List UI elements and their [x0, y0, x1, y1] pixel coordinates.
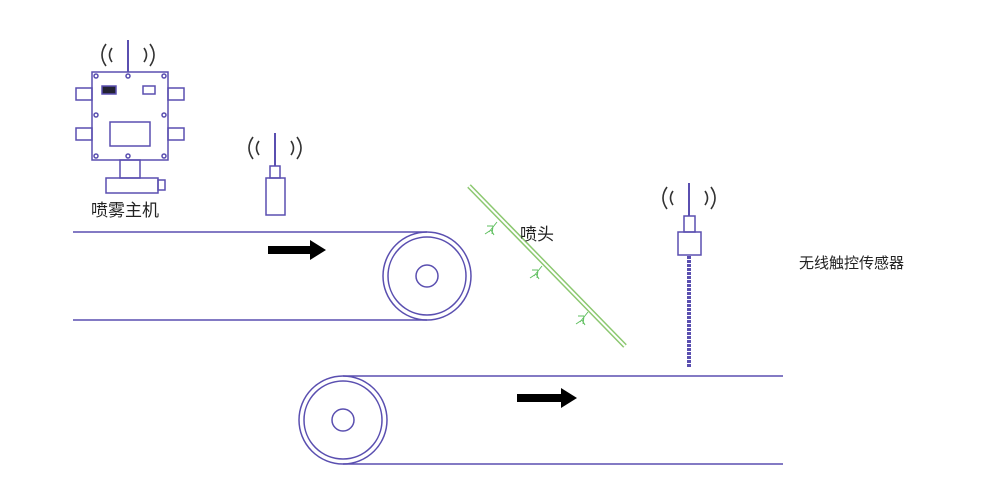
belt-direction-arrows [268, 240, 577, 408]
signal-wave-icons [101, 43, 716, 210]
host-label: 喷雾主机 [91, 201, 159, 221]
wireless-touch-sensor [677, 183, 702, 368]
spray-nozzle-icons [484, 221, 589, 326]
lower-conveyor-belt [298, 375, 783, 465]
upper-conveyor-belt [73, 231, 472, 321]
spray-pipe [467, 184, 627, 348]
sensor-label: 无线触控传感器 [799, 254, 905, 272]
wireless-sensor-upper [265, 133, 286, 216]
spray-host-device [75, 40, 185, 194]
nozzle-label: 喷头 [520, 225, 554, 245]
